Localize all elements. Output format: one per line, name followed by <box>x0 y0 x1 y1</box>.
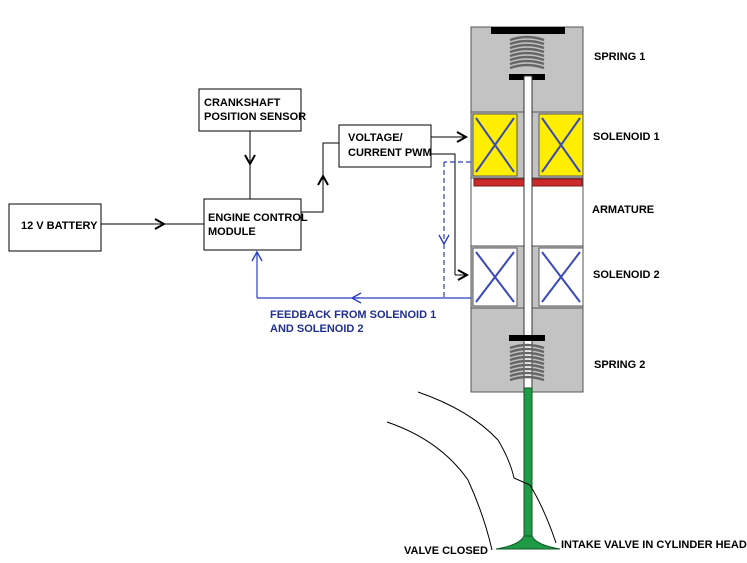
feedback-connections <box>251 161 471 304</box>
pwm-label-line2: CURRENT PWM <box>348 147 432 159</box>
solenoid-2-coil-icon <box>472 247 584 307</box>
actuator-stem-icon <box>523 75 533 389</box>
ecm-label-line1: ENGINE CONTROL <box>208 212 308 224</box>
battery-label: 12 V BATTERY <box>21 220 98 232</box>
ecm-to-pwm-arrow <box>301 175 324 213</box>
cylinder-head-port-icon <box>386 391 557 551</box>
solenoid-2-label: SOLENOID 2 <box>593 269 660 281</box>
pwm-to-solenoid2-line <box>431 153 456 275</box>
solenoid-1-coil-icon <box>472 113 584 177</box>
feedback-label-line2: AND SOLENOID 2 <box>270 323 364 335</box>
ecm-label-line2: MODULE <box>208 226 256 238</box>
valve-closed-label: VALVE CLOSED <box>404 545 488 557</box>
spring-1-label: SPRING 1 <box>594 51 645 63</box>
feedback-label-line1: FEEDBACK FROM SOLENOID 1 <box>270 309 436 321</box>
engine-control-module-block: ENGINE CONTROL MODULE <box>203 198 308 251</box>
pwm-block: VOLTAGE/ CURRENT PWM <box>338 124 432 168</box>
crankshaft-sensor-block: CRANKSHAFT POSITION SENSOR <box>198 88 306 132</box>
armature-label: ARMATURE <box>592 204 654 216</box>
signal-connections <box>101 131 467 275</box>
intake-valve-icon <box>495 387 561 550</box>
spring-2-icon <box>509 335 545 382</box>
pwm-label-line1: VOLTAGE/ <box>348 132 403 144</box>
crankshaft-label-line2: POSITION SENSOR <box>204 111 306 123</box>
battery-block: 12 V BATTERY <box>8 203 102 252</box>
solenoid-1-label: SOLENOID 1 <box>593 131 660 143</box>
crankshaft-label-line1: CRANKSHAFT <box>204 97 281 109</box>
intake-valve-label: INTAKE VALVE IN CYLINDER HEAD <box>561 539 747 551</box>
spring-2-label: SPRING 2 <box>594 359 645 371</box>
